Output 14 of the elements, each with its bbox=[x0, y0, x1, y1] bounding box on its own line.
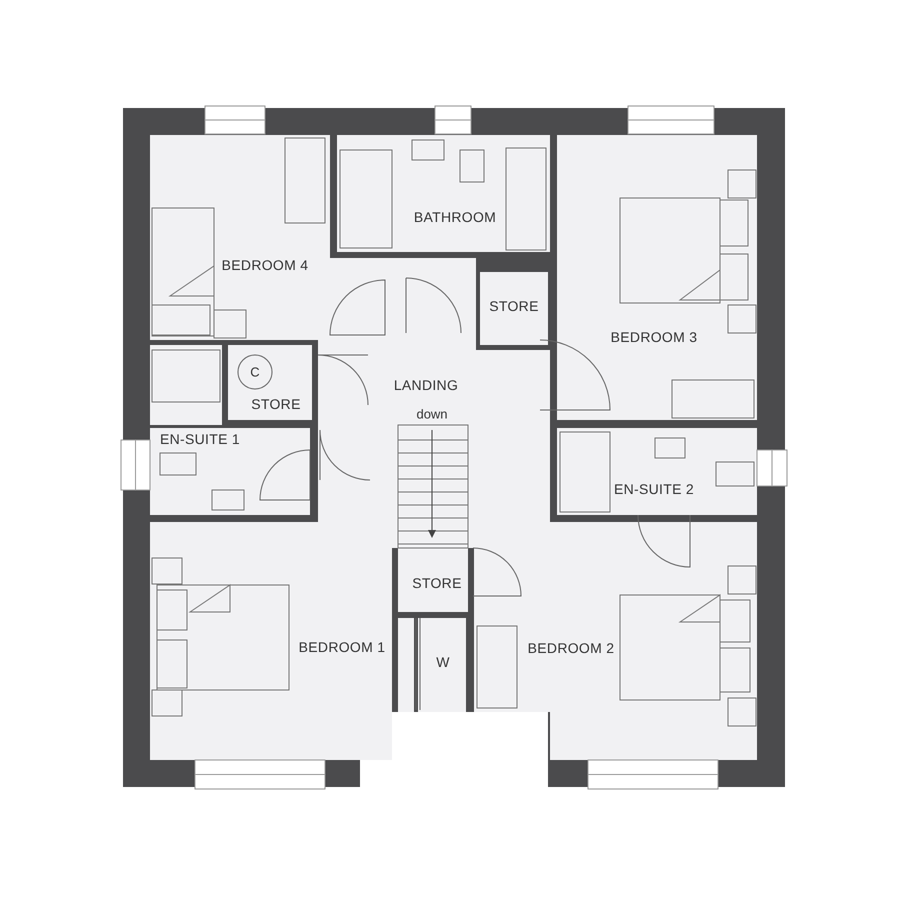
room-label: W bbox=[436, 654, 450, 670]
room-label: BEDROOM 4 bbox=[222, 257, 308, 273]
room-label: STORE bbox=[489, 298, 539, 314]
room-label: BEDROOM 1 bbox=[298, 639, 386, 655]
stair-direction-label: down bbox=[416, 406, 448, 422]
room-label: STORE bbox=[251, 396, 301, 412]
room-label: BATHROOM bbox=[414, 209, 496, 225]
room-label: BEDROOM 3 bbox=[610, 329, 698, 345]
room-label: EN-SUITE 1 bbox=[160, 431, 240, 447]
room-label: STORE bbox=[412, 575, 462, 591]
room-label: EN-SUITE 2 bbox=[614, 481, 694, 497]
room-label: LANDING bbox=[394, 377, 458, 393]
room-label: BEDROOM 2 bbox=[528, 640, 614, 656]
cylinder-label: C bbox=[250, 364, 260, 380]
